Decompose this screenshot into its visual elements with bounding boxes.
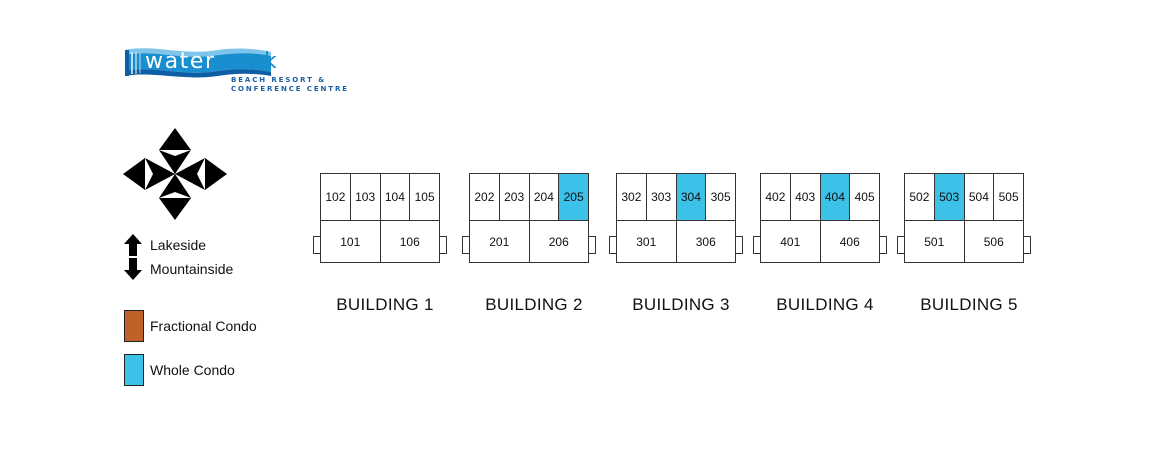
lakeside-label: Lakeside [150, 237, 207, 253]
unit[interactable]: 105 [410, 174, 439, 220]
unit[interactable]: 506 [964, 221, 1023, 262]
unit[interactable]: 403 [790, 174, 821, 220]
building-top-row: 302 303 304 305 [616, 173, 736, 220]
unit[interactable]: 306 [676, 221, 735, 262]
building-top-row: 202 203 204 205 [469, 173, 589, 220]
building-stub [462, 236, 470, 254]
logo-subtitle-line1: BEACH RESORT & [231, 76, 327, 84]
compass-arrows-icon [123, 128, 227, 220]
unit[interactable]: 102 [321, 174, 351, 220]
unit[interactable]: 406 [820, 221, 879, 262]
building-name: BUILDING 3 [632, 295, 730, 314]
unit[interactable]: 503 [934, 174, 965, 220]
building-bottom-row: 401 406 [760, 220, 880, 263]
fractional-condo-legend: Fractional Condo [124, 310, 257, 342]
unit[interactable]: 405 [850, 174, 879, 220]
building-bottom-row: 501 506 [904, 220, 1024, 263]
whole-label: Whole Condo [150, 362, 235, 378]
building-bottom-row: 201 206 [469, 220, 589, 263]
fractional-label: Fractional Condo [150, 318, 257, 334]
unit[interactable]: 404 [820, 174, 851, 220]
unit[interactable]: 504 [964, 174, 995, 220]
building-top-row: 102 103 104 105 [320, 173, 440, 220]
whole-swatch [124, 354, 144, 386]
building-stub [609, 236, 617, 254]
building-stub [313, 236, 321, 254]
lakeside-legend: Lakeside [124, 234, 206, 256]
building-stub [879, 236, 887, 254]
unit[interactable]: 301 [617, 221, 677, 262]
watermark-logo: watermark BEACH RESORT & CONFERENCE CENT… [123, 46, 363, 98]
logo-subtitle-line2: CONFERENCE CENTRE [231, 85, 349, 93]
mountainside-legend: Mountainside [124, 258, 233, 280]
logo-wordmark: watermark [145, 49, 278, 75]
arrow-down-icon [124, 258, 142, 280]
unit[interactable]: 505 [994, 174, 1023, 220]
unit[interactable]: 502 [905, 174, 935, 220]
building-name: BUILDING 4 [776, 295, 874, 314]
unit[interactable]: 106 [380, 221, 439, 262]
unit[interactable]: 203 [499, 174, 530, 220]
unit[interactable]: 304 [676, 174, 707, 220]
logo-word-part1: water [145, 49, 216, 74]
unit[interactable]: 201 [470, 221, 530, 262]
building-name: BUILDING 1 [336, 295, 434, 314]
building-bottom-row: 301 306 [616, 220, 736, 263]
logo-word-part2: mark [215, 49, 279, 74]
building-stub [735, 236, 743, 254]
wave-logo-icon [125, 48, 271, 78]
building-name: BUILDING 5 [920, 295, 1018, 314]
unit[interactable]: 202 [470, 174, 500, 220]
building-stub [588, 236, 596, 254]
unit[interactable]: 302 [617, 174, 647, 220]
whole-condo-legend: Whole Condo [124, 354, 235, 386]
unit[interactable]: 205 [559, 174, 588, 220]
unit[interactable]: 501 [905, 221, 965, 262]
building-top-row: 402 403 404 405 [760, 173, 880, 220]
building-bottom-row: 101 106 [320, 220, 440, 263]
building-stub [753, 236, 761, 254]
building-top-row: 502 503 504 505 [904, 173, 1024, 220]
unit[interactable]: 206 [529, 221, 588, 262]
building-stub [439, 236, 447, 254]
mountainside-label: Mountainside [150, 261, 234, 277]
unit[interactable]: 204 [529, 174, 560, 220]
fractional-swatch [124, 310, 144, 342]
unit[interactable]: 402 [761, 174, 791, 220]
arrow-up-icon [124, 234, 142, 256]
unit[interactable]: 103 [350, 174, 381, 220]
building-stub [897, 236, 905, 254]
building-name: BUILDING 2 [485, 295, 583, 314]
unit[interactable]: 101 [321, 221, 381, 262]
unit[interactable]: 303 [646, 174, 677, 220]
unit[interactable]: 104 [380, 174, 411, 220]
unit[interactable]: 305 [706, 174, 735, 220]
building-stub [1023, 236, 1031, 254]
unit[interactable]: 401 [761, 221, 821, 262]
